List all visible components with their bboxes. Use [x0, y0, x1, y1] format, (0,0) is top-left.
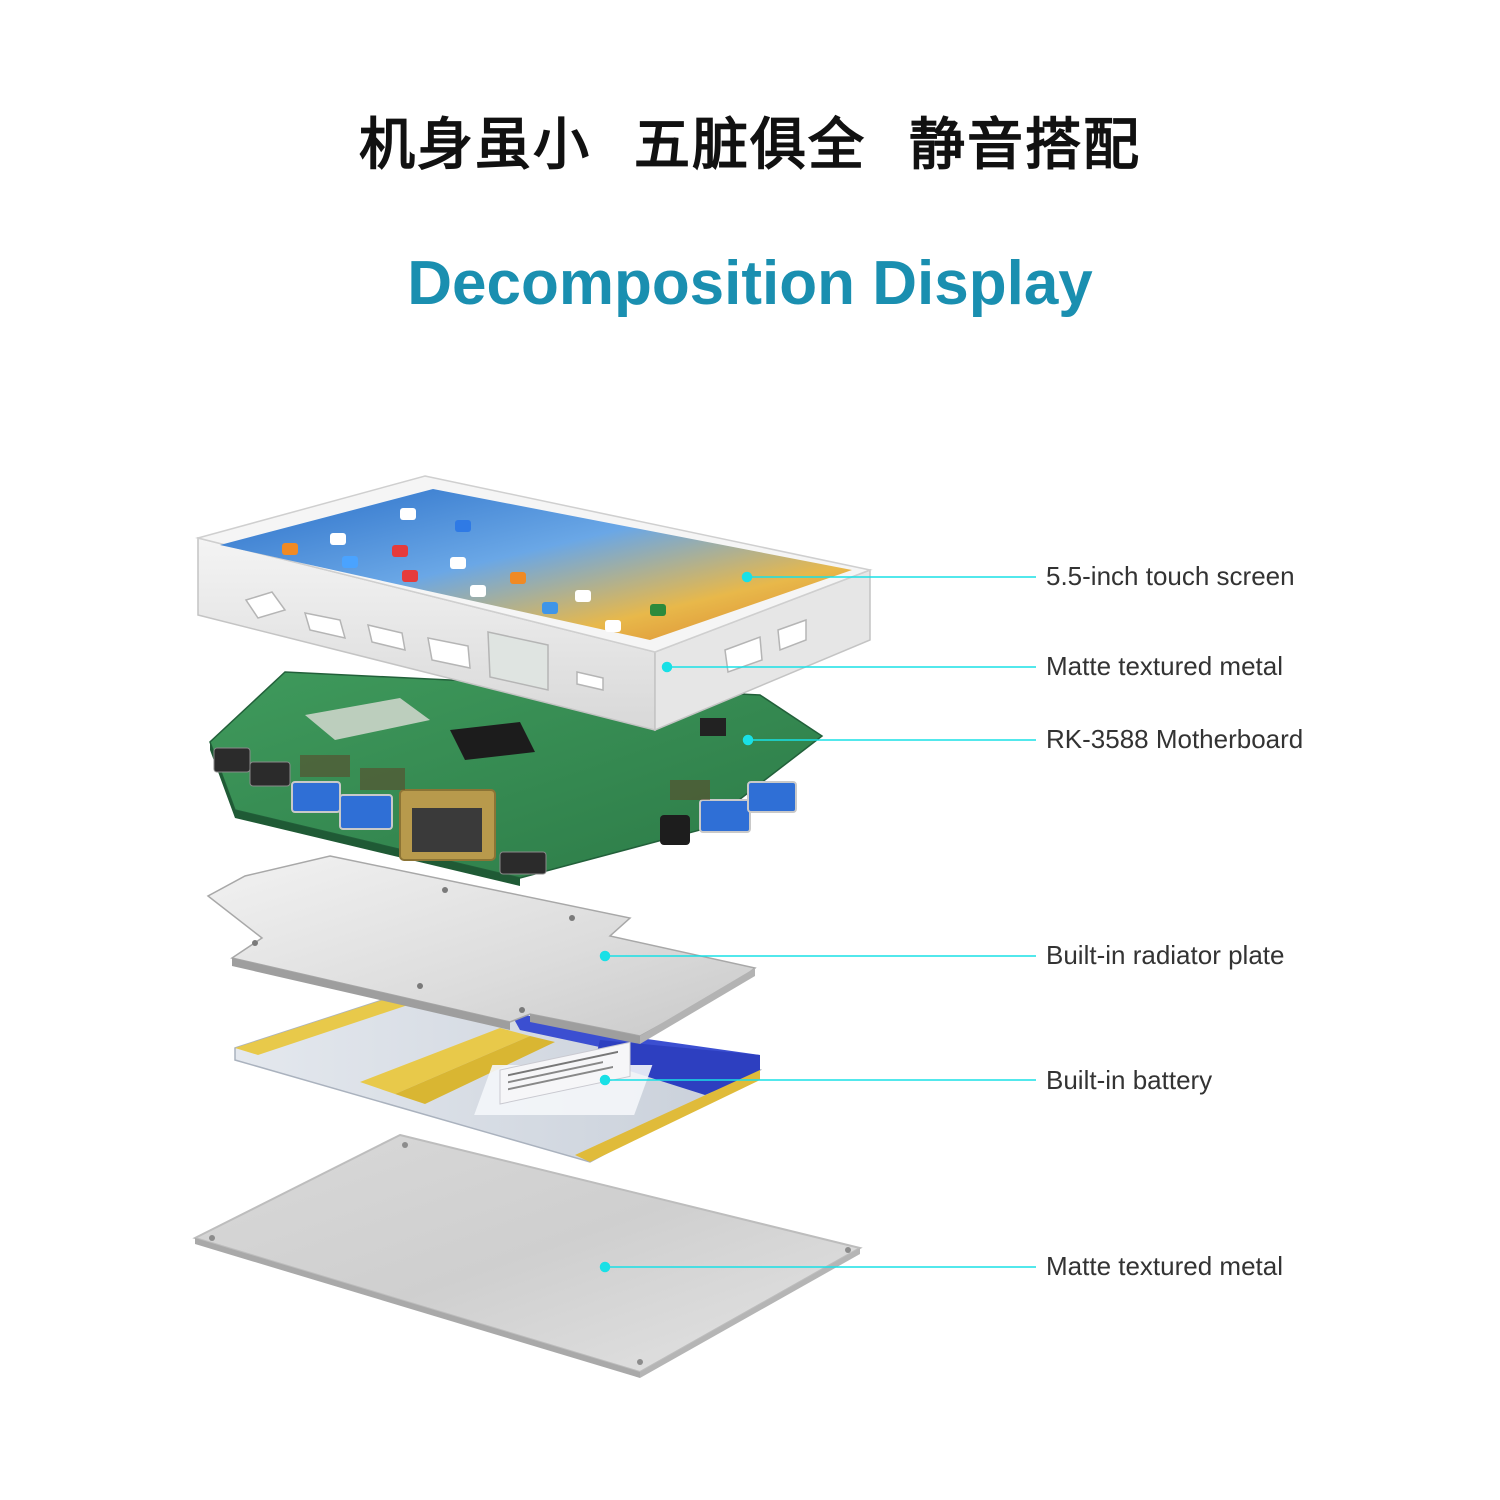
app-icons — [282, 508, 666, 632]
rk3588-chip — [450, 722, 535, 760]
battery-illustration — [234, 995, 763, 1163]
radiator-plate-illustration — [206, 855, 757, 1044]
top-shell-illustration — [195, 475, 873, 732]
shield-can — [305, 698, 430, 740]
leader-lines — [599, 571, 1036, 1273]
touch-screen-display — [220, 489, 852, 640]
label-top-shell: Matte textured metal — [1046, 651, 1283, 681]
battery-sticker — [499, 1041, 631, 1105]
label-battery: Built-in battery — [1046, 1065, 1213, 1095]
label-motherboard: RK-3588 Motherboard — [1046, 724, 1304, 754]
label-touch-screen: 5.5-inch touch screen — [1046, 561, 1295, 591]
english-headline: Decomposition Display — [407, 249, 1093, 318]
label-radiator-plate: Built-in radiator plate — [1046, 940, 1285, 970]
bottom-plate-illustration — [192, 1133, 863, 1378]
chinese-headline: 机身虽小 五脏俱全 静音搭配 — [359, 113, 1141, 178]
label-bottom-plate: Matte textured metal — [1046, 1251, 1283, 1281]
motherboard-illustration — [209, 671, 824, 886]
